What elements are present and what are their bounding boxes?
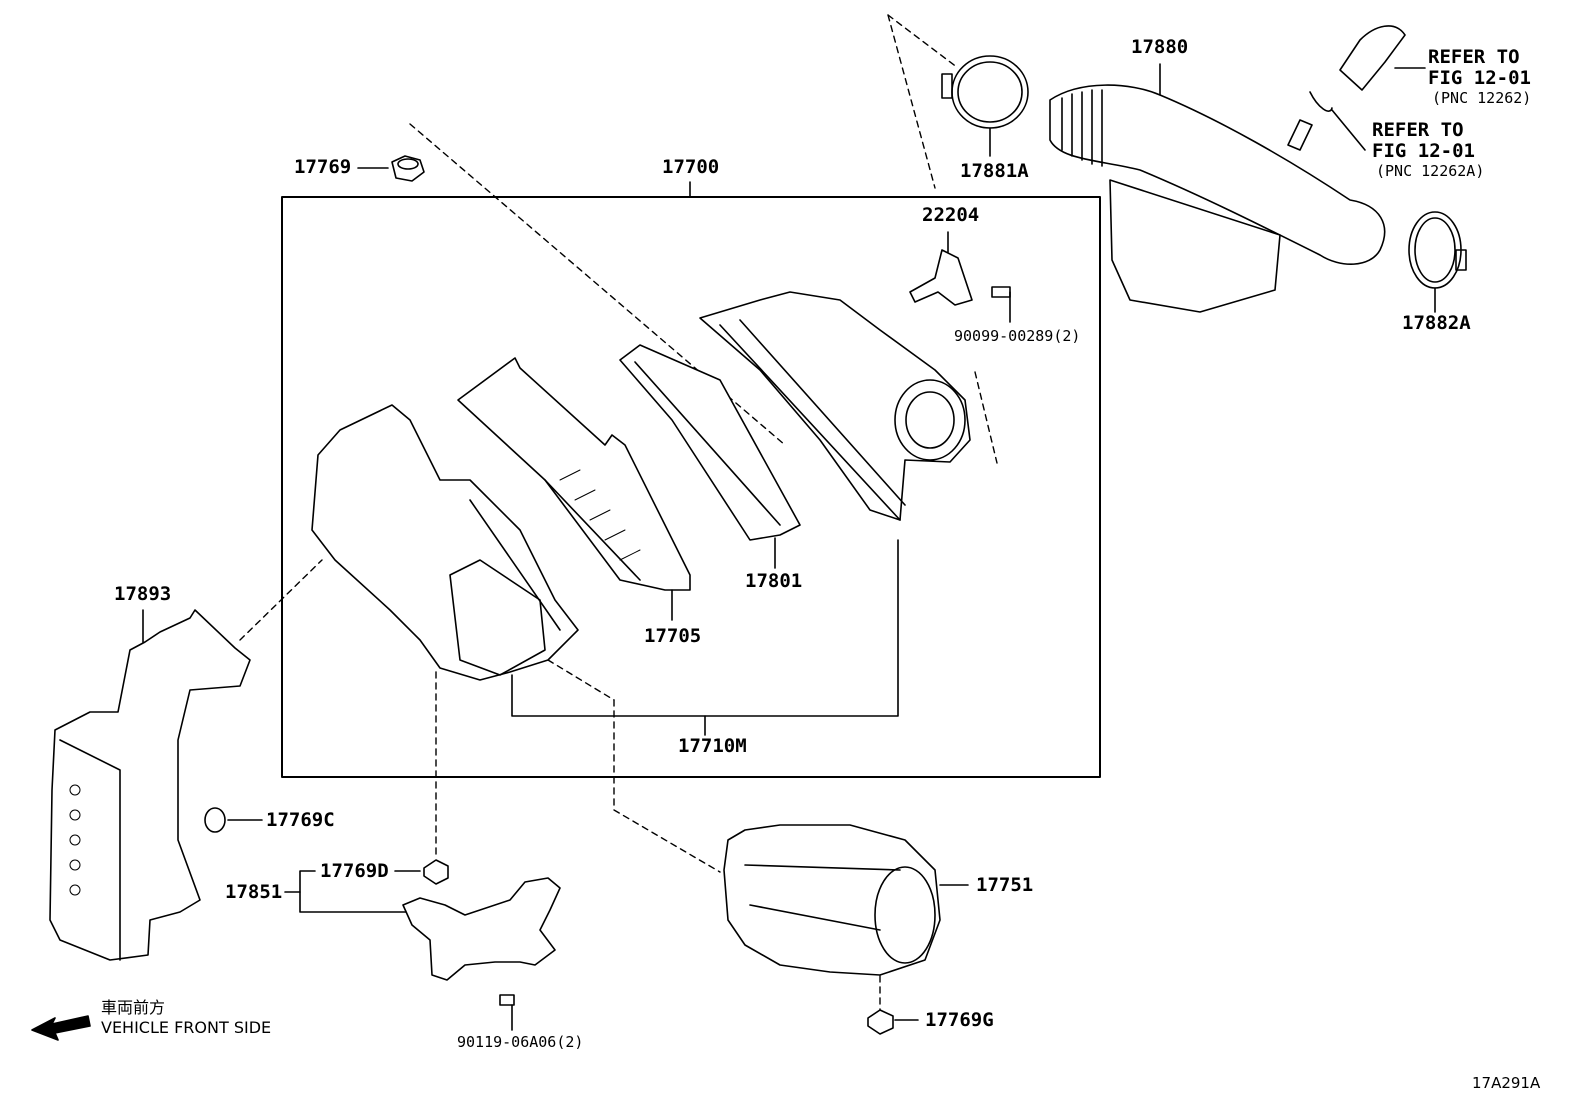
diagram-code: 17A291A xyxy=(1472,1074,1541,1092)
case-lower xyxy=(311,404,579,681)
direction-japanese: 車両前方 xyxy=(101,998,166,1017)
label-17769G[interactable]: 17769G xyxy=(925,1009,994,1031)
label-17880[interactable]: 17880 xyxy=(1131,36,1189,58)
label-22204[interactable]: 22204 xyxy=(922,204,980,226)
nut-17769G xyxy=(867,1009,919,1035)
element-17705 xyxy=(457,357,691,621)
label-17769C[interactable]: 17769C xyxy=(266,809,335,831)
label-17700[interactable]: 17700 xyxy=(662,156,720,178)
label-90119-06A06[interactable]: 90119-06A06(2) xyxy=(457,1033,584,1051)
label-17801[interactable]: 17801 xyxy=(745,570,803,592)
label-17851[interactable]: 17851 xyxy=(225,881,283,903)
label-17751[interactable]: 17751 xyxy=(976,874,1034,896)
sensor-22204 xyxy=(909,231,1011,323)
clamp-17881A xyxy=(941,55,1029,157)
clamp-17882A xyxy=(1408,211,1467,313)
label-90099-00289[interactable]: 90099-00289(2) xyxy=(954,327,1081,345)
grommet-17769C xyxy=(204,807,263,833)
label-17769[interactable]: 17769 xyxy=(294,156,352,178)
label-17882A[interactable]: 17882A xyxy=(1402,312,1471,334)
label-17710M[interactable]: 17710M xyxy=(678,735,747,757)
nut-17769 xyxy=(357,155,425,182)
case-upper xyxy=(699,291,971,521)
direction-english: VEHICLE FRONT SIDE xyxy=(101,1018,272,1037)
assembly-frame xyxy=(281,196,1101,778)
bracket-17851 xyxy=(284,859,561,1031)
front-direction-arrow-icon xyxy=(31,1015,91,1041)
label-17881A[interactable]: 17881A xyxy=(960,160,1029,182)
filter-17801 xyxy=(619,344,801,569)
label-17769D[interactable]: 17769D xyxy=(320,860,389,882)
label-17893[interactable]: 17893 xyxy=(114,583,172,605)
inlet-17751 xyxy=(723,824,969,976)
duct-17893 xyxy=(49,609,251,961)
external-hose-icon xyxy=(1309,25,1426,151)
label-17705[interactable]: 17705 xyxy=(644,625,702,647)
hose-17880 xyxy=(1049,63,1386,313)
